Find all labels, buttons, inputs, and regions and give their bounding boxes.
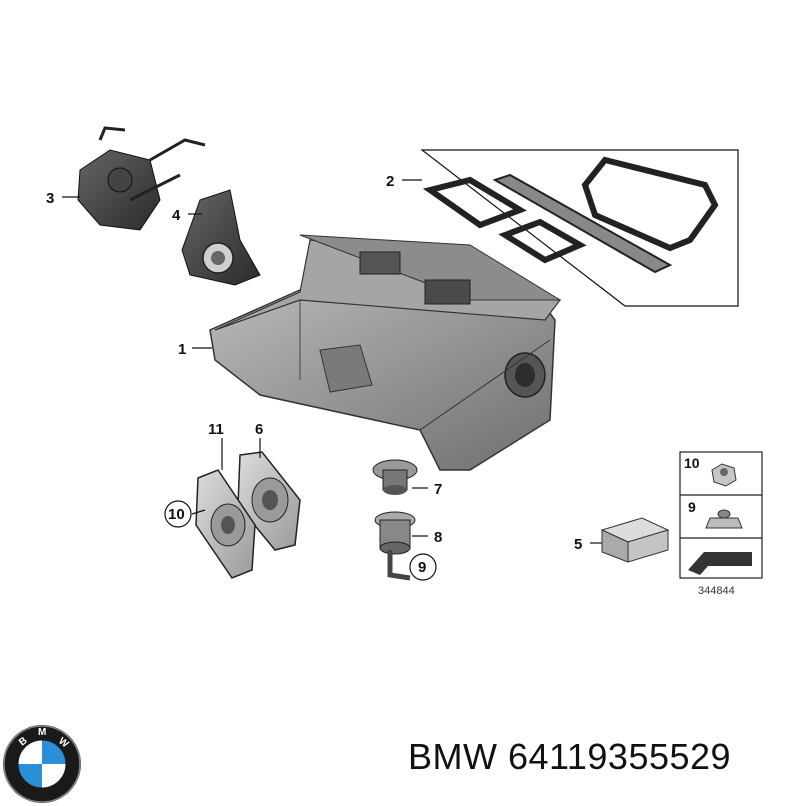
- drain-tube-part: [387, 550, 411, 581]
- diagram-reference-number: 344844: [698, 585, 735, 597]
- callout-10-legend: 10: [684, 455, 700, 471]
- leader-lines: [62, 179, 602, 544]
- heater-housing-part: [209, 234, 562, 471]
- callout-5: 5: [574, 536, 582, 553]
- callout-10-circle: [164, 500, 192, 528]
- actuator-linkage-part: [77, 126, 206, 231]
- bmw-logo-icon: B M W: [3, 725, 81, 803]
- bracket-part-11: [195, 469, 256, 579]
- part-number-title: BMW 64119355529: [408, 736, 732, 777]
- callout-9-circle: [409, 553, 437, 581]
- callout-11: 11: [208, 421, 224, 438]
- callout-2: 2: [386, 173, 394, 190]
- callout-1: 1: [178, 341, 186, 358]
- callout-4: 4: [172, 207, 181, 224]
- callout-3: 3: [46, 190, 54, 207]
- svg-text:M: M: [38, 727, 46, 738]
- callout-10-left: 10: [168, 506, 185, 523]
- actuator-motor-part: [181, 189, 261, 286]
- callout-6: 6: [255, 421, 263, 438]
- grommet-part-7: [372, 459, 418, 495]
- callout-9-legend: 9: [688, 499, 696, 515]
- grommet-part-8: [374, 511, 416, 555]
- callout-9-center: 9: [418, 559, 426, 576]
- hardware-kit-part: [600, 517, 670, 563]
- seal-kit-part: [420, 149, 739, 307]
- callout-7: 7: [434, 481, 442, 498]
- parts-legend: [679, 451, 763, 579]
- callout-8: 8: [434, 529, 442, 546]
